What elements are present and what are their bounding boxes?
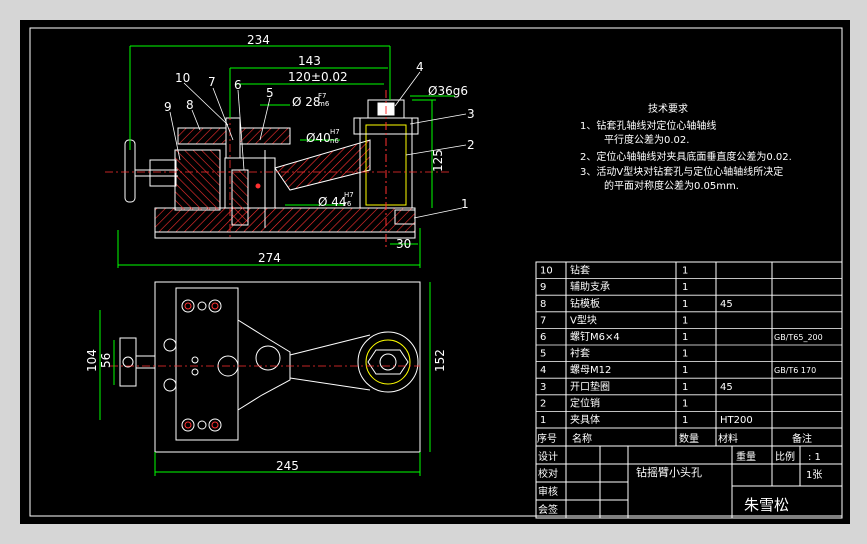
bom-cell-name: 夹具体 (570, 413, 600, 426)
notes-line1: 1、钻套孔轴线对定位心轴轴线 (580, 119, 716, 132)
dim-120: 120±0.02 (288, 70, 348, 84)
bom-cell-material: HT200 (720, 415, 753, 426)
tb-review: 审核 (538, 485, 558, 498)
bom-cell-name: 螺钉M6×4 (570, 331, 620, 343)
bom-header-material: 材料 (718, 432, 738, 445)
tb-check: 校对 (538, 467, 558, 480)
bom-cell-remark: GB/T6 170 (774, 366, 816, 375)
dim-28: Ø 28 (292, 95, 321, 109)
dim-125: 125 (431, 149, 445, 172)
balloon-2: 2 (467, 138, 475, 152)
tb-scale-value: : 1 (808, 452, 821, 463)
bom-cell-no: 4 (540, 365, 546, 376)
dim-104: 104 (85, 349, 99, 372)
balloon-4: 4 (416, 60, 424, 74)
dim-44-fit-bot: r6 (344, 200, 352, 208)
balloon-5: 5 (266, 86, 274, 100)
dim-274: 274 (258, 251, 281, 265)
notes-line3b: 的平面对称度公差为0.05mm. (604, 179, 739, 192)
bom-cell-no: 5 (540, 349, 546, 360)
bom-header-remark: 备注 (792, 432, 812, 445)
top-dimensions (99, 282, 431, 476)
bom-header-qty: 数量 (679, 432, 699, 445)
front-dimensions (117, 45, 455, 268)
bom-cell-qty: 1 (682, 398, 688, 409)
notes-title: 技术要求 (648, 102, 688, 115)
bom-cell-no: 7 (540, 315, 546, 326)
bom-cell-no: 1 (540, 415, 546, 426)
tb-weight: 重量 (736, 450, 756, 463)
bom-cell-qty: 1 (682, 299, 688, 310)
tb-approve: 会签 (538, 503, 558, 516)
bom-cell-qty: 1 (682, 349, 688, 360)
bom-cell-no: 2 (540, 398, 546, 409)
tb-scale-label: 比例 (775, 450, 795, 463)
dim-56: 56 (99, 353, 113, 368)
bom-cell-name: 钻套 (570, 264, 590, 277)
dim-28-fit-bot: m6 (318, 100, 330, 108)
bom-header-name: 名称 (572, 432, 592, 445)
dim-40-fit-top: H7 (330, 128, 340, 136)
bom-cell-no: 6 (540, 332, 546, 343)
dim-40-fit-bot: n6 (330, 137, 339, 145)
bom-cell-name: 螺母M12 (570, 364, 611, 376)
dim-44-fit-top: H7 (344, 191, 354, 199)
bom-cell-qty: 1 (682, 382, 688, 393)
bom-cell-no: 8 (540, 299, 546, 310)
bom-cell-remark: GB/T65_200 (774, 333, 823, 342)
tb-part-name: 钻摇臂小头孔 (636, 465, 702, 479)
balloon-9: 9 (164, 100, 172, 114)
top-view (110, 281, 421, 453)
balloon-7: 7 (208, 75, 216, 89)
bom-header-no: 序号 (537, 432, 557, 445)
dim-234: 234 (247, 33, 270, 47)
dim-28-fit-top: F7 (318, 92, 326, 100)
title-block (535, 445, 843, 519)
dim-143: 143 (298, 54, 321, 68)
tb-author: 朱雪松 (744, 496, 789, 514)
bom-cell-name: 钻模板 (570, 297, 600, 310)
bom-cell-name: 衬套 (570, 347, 590, 360)
balloon-1: 1 (461, 197, 469, 211)
bom-cell-qty: 1 (682, 415, 688, 426)
front-section-view (105, 90, 450, 250)
drawing-paper (20, 20, 850, 524)
bom-cell-no: 9 (540, 282, 546, 293)
part-leaders (169, 71, 467, 219)
bom-cell-no: 3 (540, 382, 546, 393)
dim-36: Ø36g6 (428, 84, 468, 98)
bom-cell-name: 辅助支承 (570, 280, 610, 293)
dim-245: 245 (276, 459, 299, 473)
dim-44: Ø 44 (318, 195, 347, 209)
dim-152: 152 (433, 349, 447, 372)
tb-design: 设计 (538, 450, 558, 463)
dim-40: Ø40 (306, 131, 331, 145)
balloon-3: 3 (467, 107, 475, 121)
bom-cell-name: V型块 (570, 313, 597, 326)
bom-cell-material: 45 (720, 382, 733, 393)
notes-line3: 3、活动V型块对钻套孔与定位心轴轴线所决定 (580, 165, 783, 178)
dim-30: 30 (396, 237, 411, 251)
tb-sheets: 1张 (806, 469, 822, 481)
bom-row-lines (536, 278, 842, 429)
bom-cell-qty: 1 (682, 365, 688, 376)
bom-cell-qty: 1 (682, 332, 688, 343)
balloon-10: 10 (175, 71, 190, 85)
bom-cell-qty: 1 (682, 315, 688, 326)
bom-cell-name: 定位销 (570, 396, 600, 409)
notes-line1b: 平行度公差为0.02. (604, 133, 689, 146)
bom-cell-material: 45 (720, 299, 733, 310)
notes-line2: 2、定位心轴轴线对夹具底面垂直度公差为0.02. (580, 150, 792, 163)
bom-cell-qty: 1 (682, 266, 688, 277)
bom-cell-qty: 1 (682, 282, 688, 293)
balloon-8: 8 (186, 98, 194, 112)
balloon-6: 6 (234, 78, 242, 92)
bom-cell-name: 开口垫圈 (570, 380, 610, 393)
bom-cell-no: 10 (540, 266, 553, 277)
